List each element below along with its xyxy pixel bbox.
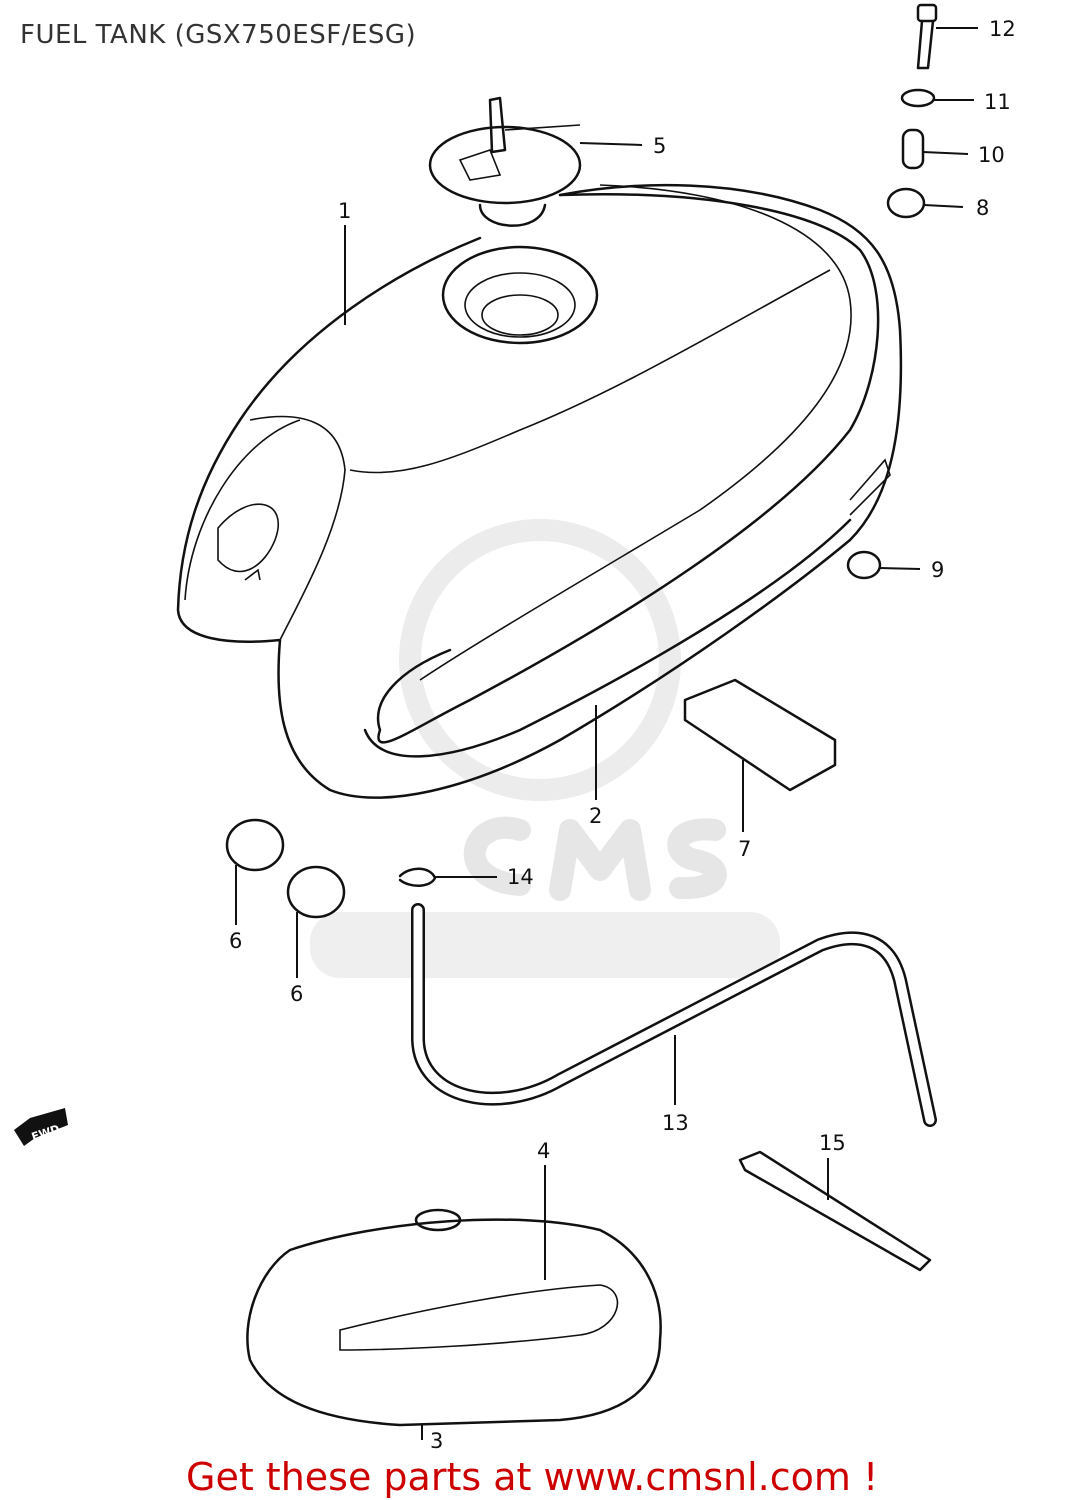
callout-8: 8 [976,196,989,220]
callout-13: 13 [662,1111,689,1135]
hose-clip [398,867,437,887]
leader-lines [235,27,978,1440]
diagram-title: FUEL TANK (GSX750ESF/ESG) [20,20,417,50]
callout-3: 3 [430,1429,443,1453]
watermark-logo-c [463,816,531,896]
fuel-cap [428,96,582,227]
callout-1: 1 [338,199,351,223]
tank-cover [246,1208,662,1427]
shop-link-banner[interactable]: Get these parts at www.cmsnl.com ! [186,1455,879,1499]
callout-5: 5 [653,134,666,158]
tank-strap [738,1150,932,1272]
callout-2: 2 [589,804,602,828]
callout-9: 9 [931,558,944,582]
drain-caps [225,818,346,919]
cms-watermark [310,519,780,978]
callout-15: 15 [819,1131,846,1155]
small-parts [846,3,938,580]
callout-7: 7 [738,837,751,861]
callout-6a: 6 [229,929,242,953]
callout-4: 4 [537,1139,550,1163]
callout-10: 10 [978,143,1005,167]
callout-12: 12 [989,17,1016,41]
callout-6b: 6 [290,982,303,1006]
callout-11: 11 [984,90,1011,114]
watermark-logo-s [667,818,727,900]
watermark-logo-m [549,819,651,901]
forward-arrow-icon: FWD [14,1108,68,1146]
watermark-url-plate [310,912,780,978]
fuel-tank [176,183,903,799]
callout-14: 14 [507,865,534,889]
tank-rubber-cushion [683,678,837,792]
